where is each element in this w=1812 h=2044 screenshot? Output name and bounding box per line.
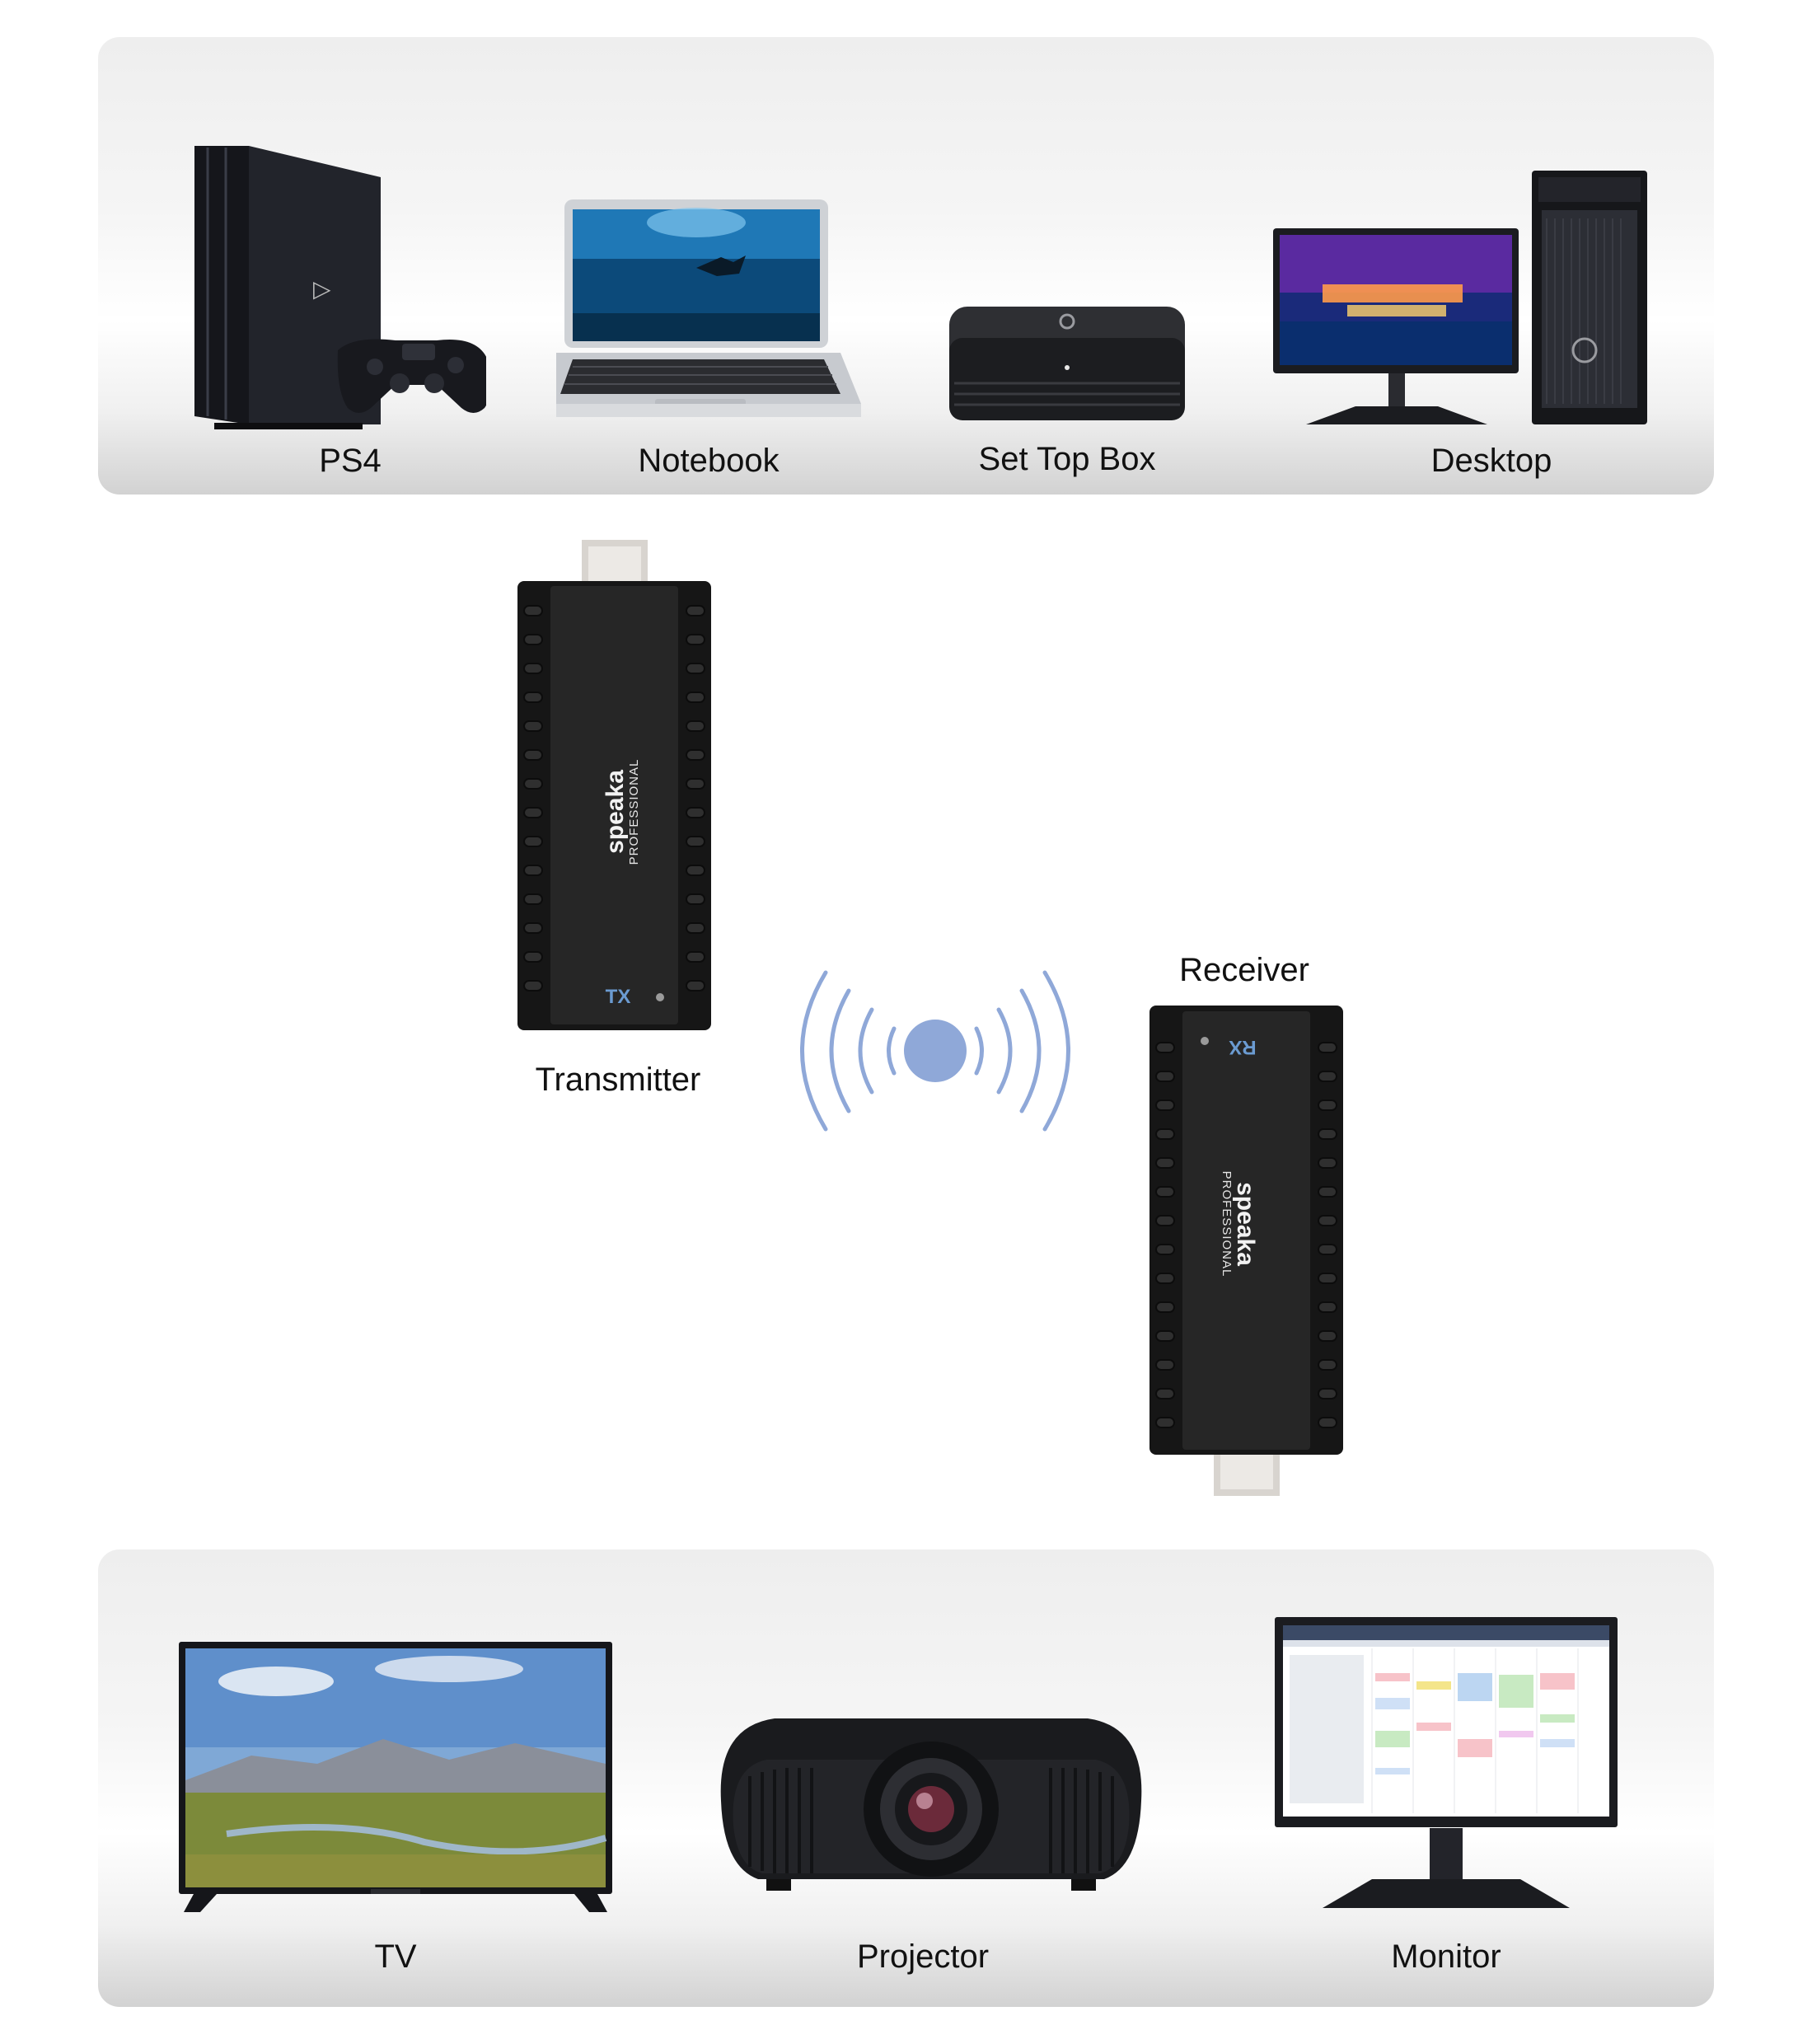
device-label-notebook: Notebook	[638, 443, 780, 479]
receiver-brand-subtext: PROFESSIONAL	[1220, 1171, 1234, 1278]
device-label-ps4: PS4	[319, 443, 382, 479]
desktop-monitor-image	[1273, 227, 1520, 424]
device-label-set-top-box: Set Top Box	[978, 441, 1156, 477]
receiver-brand-text: speaka	[1232, 1182, 1259, 1266]
ps4-console-image: ▷	[190, 144, 486, 433]
transmitter-brand-subtext: PROFESSIONAL	[627, 759, 641, 865]
notebook-image	[556, 198, 861, 424]
monitor-image	[1273, 1615, 1619, 1908]
device-label-desktop: Desktop	[1430, 443, 1552, 479]
svg-text:▷: ▷	[313, 275, 331, 302]
transmitter-label: Transmitter	[535, 1062, 701, 1098]
receiver-dongle-image: speaka PROFESSIONAL RX	[1149, 1006, 1343, 1496]
receiver-badge: RX	[1229, 1036, 1256, 1058]
desktop-tower-image	[1530, 169, 1649, 426]
device-label-monitor: Monitor	[1391, 1939, 1501, 1975]
projector-image	[717, 1710, 1145, 1896]
receiver-label: Receiver	[1179, 952, 1309, 988]
transmitter-dongle-image: speaka PROFESSIONAL TX	[517, 540, 711, 1030]
device-label-projector: Projector	[856, 1939, 990, 1975]
device-label-tv: TV	[374, 1939, 417, 1975]
transmitter-badge: TX	[606, 986, 631, 1008]
set-top-box-image	[948, 305, 1187, 424]
transmitter-brand-text: speaka	[602, 770, 629, 854]
tv-image	[177, 1640, 614, 1916]
wireless-signal-icon	[783, 964, 1088, 1137]
